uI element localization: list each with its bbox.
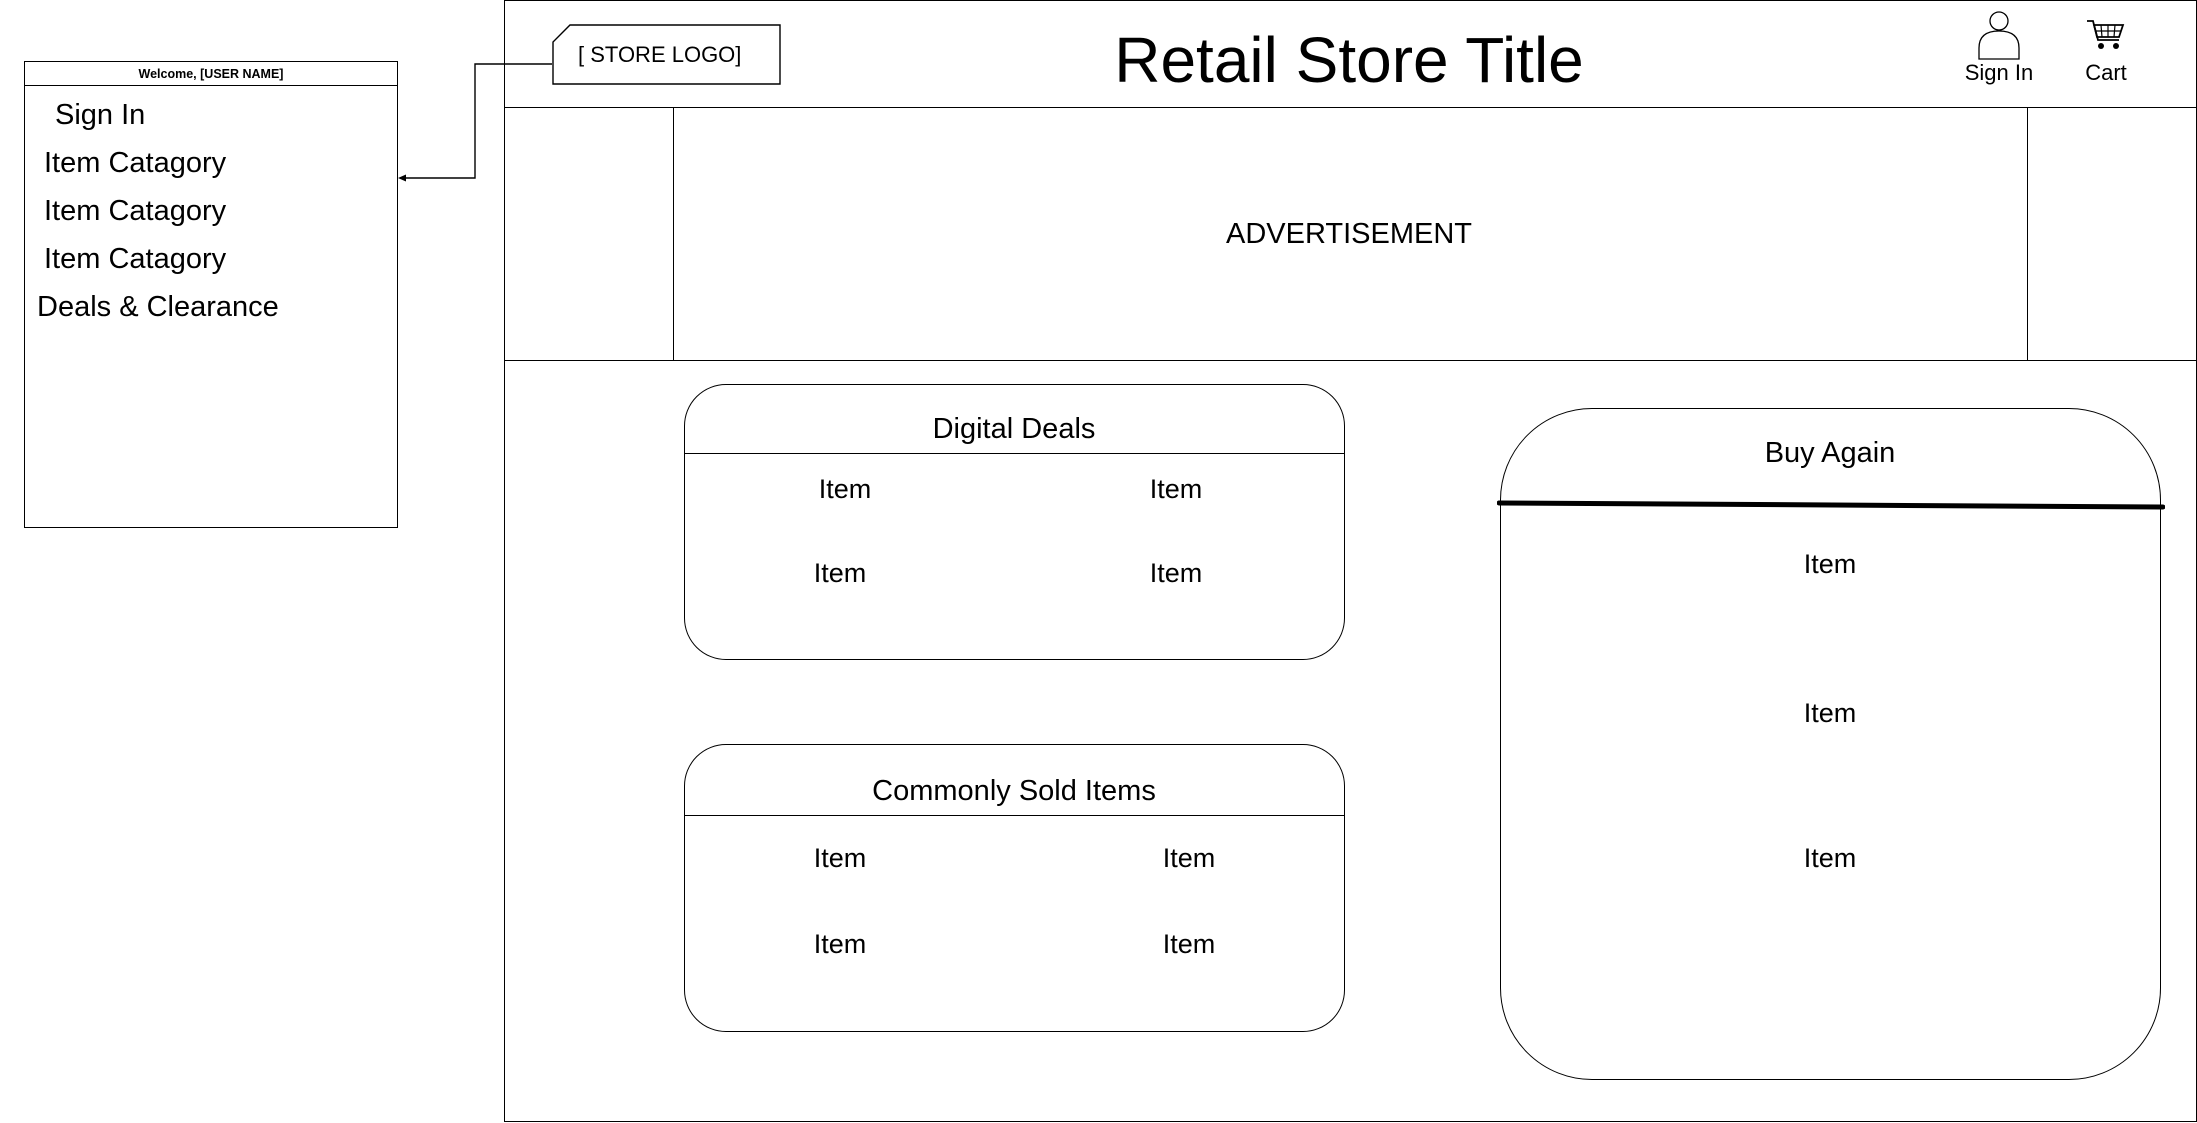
- commonly-sold-item[interactable]: Item: [813, 843, 867, 873]
- buy-again-item[interactable]: Item: [1803, 698, 1857, 728]
- store-logo-text: [ STORE LOGO]: [578, 42, 742, 67]
- menu-item-deals-clearance[interactable]: Deals & Clearance: [37, 291, 279, 323]
- menu-item-category[interactable]: Item Catagory: [44, 243, 227, 275]
- user-icon[interactable]: [1975, 10, 2023, 60]
- commonly-sold-item[interactable]: Item: [1162, 843, 1216, 873]
- cart-icon[interactable]: [2086, 18, 2126, 52]
- commonly-sold-card: [684, 744, 1345, 1032]
- commonly-sold-divider: [684, 815, 1345, 816]
- menu-item-sign-in[interactable]: Sign In: [55, 99, 146, 131]
- banner-left-edge: [673, 107, 674, 360]
- welcome-text: Welcome, [USER NAME]: [138, 67, 284, 81]
- banner-right-edge: [2027, 107, 2028, 360]
- store-logo-box[interactable]: [552, 24, 782, 86]
- digital-deal-item[interactable]: Item: [1149, 474, 1203, 504]
- digital-deal-item[interactable]: Item: [818, 474, 872, 504]
- menu-item-category[interactable]: Item Catagory: [44, 195, 227, 227]
- advertisement-banner[interactable]: ADVERTISEMENT: [1225, 218, 1473, 250]
- sign-in-link[interactable]: Sign In: [1964, 60, 2034, 85]
- buy-again-title: Buy Again: [1764, 437, 1896, 469]
- buy-again-item[interactable]: Item: [1803, 843, 1857, 873]
- digital-deals-card: [684, 384, 1345, 660]
- banner-divider: [504, 360, 2197, 361]
- commonly-sold-item[interactable]: Item: [1162, 929, 1216, 959]
- header-divider: [504, 107, 2197, 108]
- cart-link[interactable]: Cart: [2085, 60, 2127, 85]
- page-title: Retail Store Title: [1114, 24, 1584, 96]
- buy-again-divider: [1497, 500, 2165, 510]
- commonly-sold-title: Commonly Sold Items: [872, 775, 1156, 807]
- buy-again-card: [1500, 408, 2161, 1080]
- digital-deal-item[interactable]: Item: [813, 558, 867, 588]
- menu-item-category[interactable]: Item Catagory: [44, 147, 227, 179]
- side-menu: Welcome, [USER NAME]: [24, 61, 398, 528]
- menu-header: Welcome, [USER NAME]: [25, 62, 397, 86]
- buy-again-item[interactable]: Item: [1803, 549, 1857, 579]
- digital-deals-divider: [684, 453, 1345, 454]
- commonly-sold-item[interactable]: Item: [813, 929, 867, 959]
- digital-deal-item[interactable]: Item: [1149, 558, 1203, 588]
- digital-deals-title: Digital Deals: [932, 413, 1096, 445]
